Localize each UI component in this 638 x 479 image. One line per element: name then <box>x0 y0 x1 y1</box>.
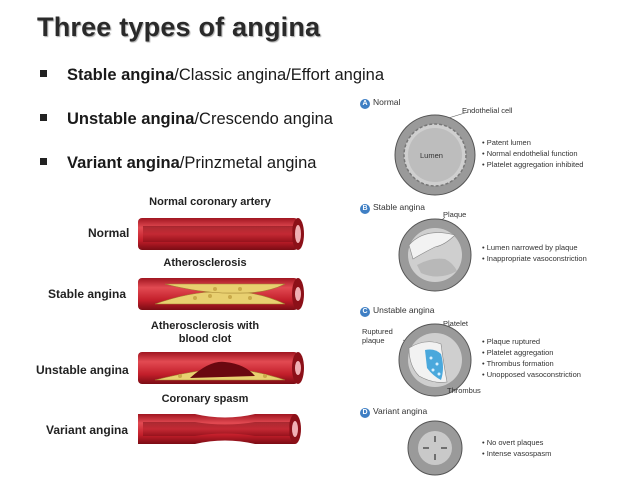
annotation-ruptured: Ruptured <box>362 327 393 336</box>
vessel-normal-diagram <box>394 111 476 196</box>
vessel-unstable-diagram <box>398 323 472 397</box>
artery-header: Normal coronary artery <box>149 196 271 208</box>
artery-stable-illustration <box>138 278 304 310</box>
bullet-unstable: Unstable angina/Crescendo angina <box>40 110 333 129</box>
annotation-lumen: Lumen <box>420 151 443 160</box>
annotation-plaque-c: plaque <box>362 336 385 345</box>
panel-badge: C <box>360 307 370 317</box>
annotation-platelet: Platelet <box>443 319 469 328</box>
annotation-endothelial: Endothelial cell <box>462 106 513 115</box>
panel-badge: B <box>360 204 370 214</box>
bullet-rest: /Crescendo angina <box>194 110 333 128</box>
note: • Platelet aggregation inhibited <box>482 160 584 169</box>
panel-b-notes: • Lumen narrowed by plaque • Inappropria… <box>482 242 587 264</box>
caption-coronary-spasm: Coronary spasm <box>161 393 249 405</box>
note: • No overt plaques <box>482 438 544 447</box>
bullet-square-icon <box>40 114 47 122</box>
note: • Normal endothelial function <box>482 149 578 158</box>
note: • Lumen narrowed by plaque <box>482 243 578 252</box>
annotation-thrombus: Thrombus <box>447 386 481 395</box>
panel-badge: D <box>360 408 370 418</box>
bullet-stable: Stable angina/Classic angina/Effort angi… <box>40 66 384 85</box>
bullet-square-icon <box>40 158 47 166</box>
panel-c-notes: • Plaque ruptured • Platelet aggregation… <box>482 336 581 380</box>
note: • Plaque ruptured <box>482 337 541 346</box>
panel-title: Unstable angina <box>373 305 435 315</box>
artery-normal-illustration <box>138 218 304 250</box>
note: • Platelet aggregation <box>482 348 554 357</box>
bullet-bold: Stable angina <box>67 66 175 84</box>
bullet-bold: Unstable angina <box>67 110 195 128</box>
slide-title: Three types of angina <box>37 12 321 42</box>
bullet-rest: /Classic angina/Effort angina <box>174 66 385 84</box>
annotation-plaque: Plaque <box>443 210 467 219</box>
vessel-variant-diagram <box>407 420 463 476</box>
row-label-stable: Stable angina <box>48 287 127 301</box>
caption-atherosclerosis: Atherosclerosis <box>163 257 247 269</box>
panel-title: Stable angina <box>373 202 425 212</box>
note: • Intense vasospasm <box>482 449 552 458</box>
row-label-normal: Normal <box>88 226 130 240</box>
panel-title: Variant angina <box>373 406 428 416</box>
note: • Inappropriate vasoconstriction <box>482 254 587 263</box>
note: • Thrombus formation <box>482 359 554 368</box>
note: • Unopposed vasoconstriction <box>482 370 581 379</box>
bullet-bold: Variant angina <box>67 154 180 172</box>
panel-d-notes: • No overt plaques • Intense vasospasm <box>482 437 551 459</box>
note: • Patent lumen <box>482 138 531 147</box>
row-label-variant: Variant angina <box>46 423 129 437</box>
caption-atherosclerosis-clot: Atherosclerosis with blood clot <box>150 320 260 345</box>
panel-a-notes: • Patent lumen • Normal endothelial func… <box>482 137 583 170</box>
bullet-rest: /Prinzmetal angina <box>179 154 317 172</box>
panel-title: Normal <box>373 97 401 107</box>
artery-variant-illustration <box>138 414 301 444</box>
bullet-variant: Variant angina/Prinzmetal angina <box>40 154 316 173</box>
bullet-square-icon <box>40 70 47 78</box>
artery-unstable-illustration <box>138 352 304 384</box>
row-label-unstable: Unstable angina <box>36 363 129 377</box>
panel-badge: A <box>360 99 370 109</box>
vessel-stable-diagram <box>398 216 472 292</box>
